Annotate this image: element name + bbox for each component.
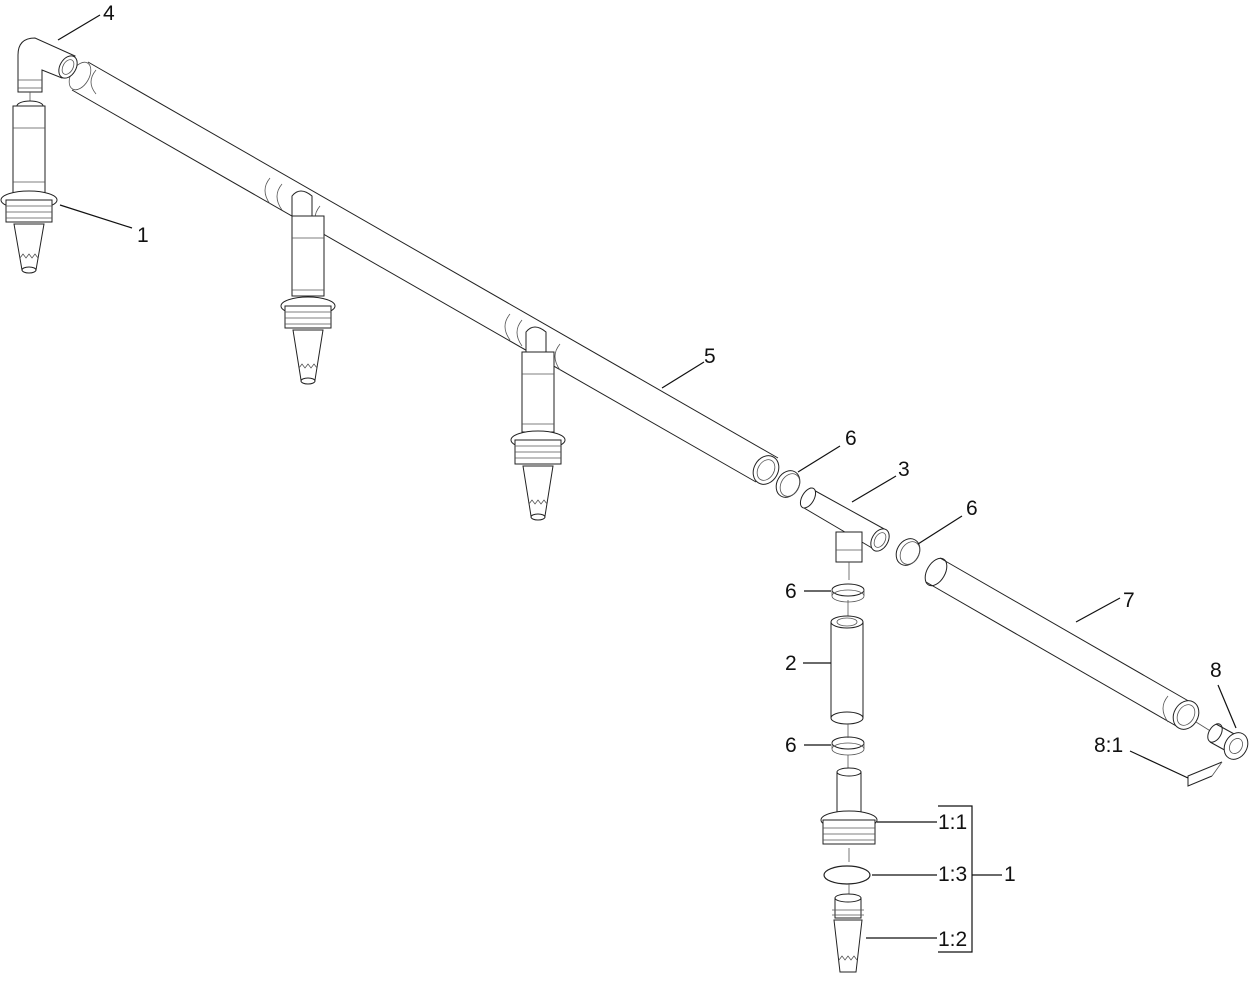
callout-1-group: 1 bbox=[1004, 863, 1016, 886]
leader-lines bbox=[57, 14, 1237, 953]
callout-5: 5 bbox=[704, 345, 716, 368]
callout-6-c: 6 bbox=[785, 580, 797, 603]
callout-7: 7 bbox=[1123, 589, 1135, 612]
end-cap-part-8 bbox=[1195, 721, 1249, 760]
callout-3: 3 bbox=[898, 458, 910, 481]
callout-8: 8 bbox=[1210, 659, 1222, 682]
elbow-fitting-part-4 bbox=[17, 37, 78, 93]
exploded-nozzle-assembly bbox=[820, 767, 878, 973]
nozzle-drop-1 bbox=[0, 92, 58, 274]
vertical-hose-part-2 bbox=[830, 600, 864, 770]
retaining-clip-part-8-1 bbox=[1187, 761, 1223, 787]
callout-1-3: 1:3 bbox=[938, 863, 968, 886]
callout-1-1: 1:1 bbox=[938, 811, 968, 834]
callout-6-a: 6 bbox=[845, 427, 857, 450]
callout-1: 1 bbox=[137, 224, 149, 247]
callout-4: 4 bbox=[103, 2, 115, 25]
tee-fitting-part-3 bbox=[799, 487, 890, 580]
main-pipe-part-5 bbox=[68, 61, 780, 485]
callout-6-d: 6 bbox=[785, 734, 797, 757]
callout-6-b: 6 bbox=[966, 497, 978, 520]
nozzle-drop-2 bbox=[280, 190, 336, 385]
hose-clamps-part-6 bbox=[775, 470, 921, 756]
end-pipe-part-7 bbox=[924, 557, 1200, 730]
callout-8-1: 8:1 bbox=[1094, 734, 1124, 757]
nozzle-drop-3 bbox=[510, 326, 566, 521]
callout-2: 2 bbox=[785, 652, 797, 675]
callout-1-2: 1:2 bbox=[938, 928, 968, 951]
